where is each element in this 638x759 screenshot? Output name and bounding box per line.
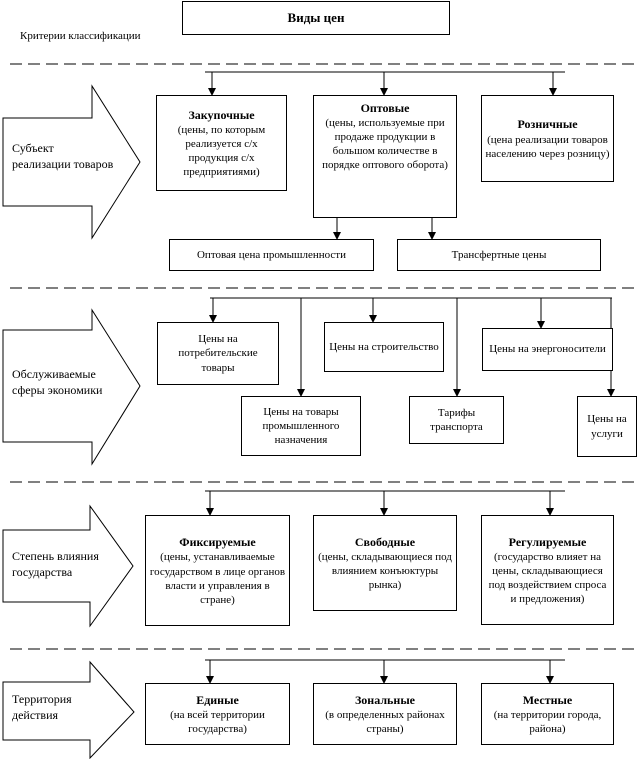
economy-sector-box: Тарифы транспорта [409,396,504,444]
section-3-label: Степень влияния государства [12,549,99,580]
criteria-label: Критерии классификации [20,30,141,42]
price-type-box: Фиксируемые (цены, устанавливаемые госуд… [145,515,290,626]
price-type-box: Оптовые (цены, используемые при продаже … [313,95,457,218]
section-4-label: Территория действия [12,692,72,723]
section-arrow [2,504,134,628]
economy-sector-box: Цены на энергоносители [482,328,613,371]
price-type-box: Местные (на территории города, района) [481,683,614,745]
price-type-box: Закупочные (цены, по которым реализуется… [156,95,287,191]
price-type-box: Единые (на всей территории государства) [145,683,290,745]
economy-sector-box: Цены на товары промышленного назначения [241,396,361,456]
economy-sector-box: Цены на услуги [577,396,637,457]
main-title-box: Виды цен [182,1,450,35]
economy-sector-box: Цены на строительство [324,322,444,372]
section-arrow [2,660,135,759]
price-type-box: Зональные (в определенных районах страны… [313,683,457,745]
section-arrow [2,84,141,240]
page-title: Виды цен [287,9,345,25]
sub-price-box: Оптовая цена промышленности [169,239,374,271]
price-type-box: Розничные (цена реализации товаров насел… [481,95,614,182]
section-arrow [2,308,141,466]
sub-price-box: Трансфертные цены [397,239,601,271]
price-type-box: Регулируемые (государство влияет на цены… [481,515,614,625]
price-type-box: Свободные (цены, складывающиеся под влия… [313,515,457,611]
section-2-label: Обслуживаемые сферы экономики [12,367,103,398]
economy-sector-box: Цены на потребительские товары [157,322,279,385]
section-1-label: Субъект реализации товаров [12,141,114,172]
